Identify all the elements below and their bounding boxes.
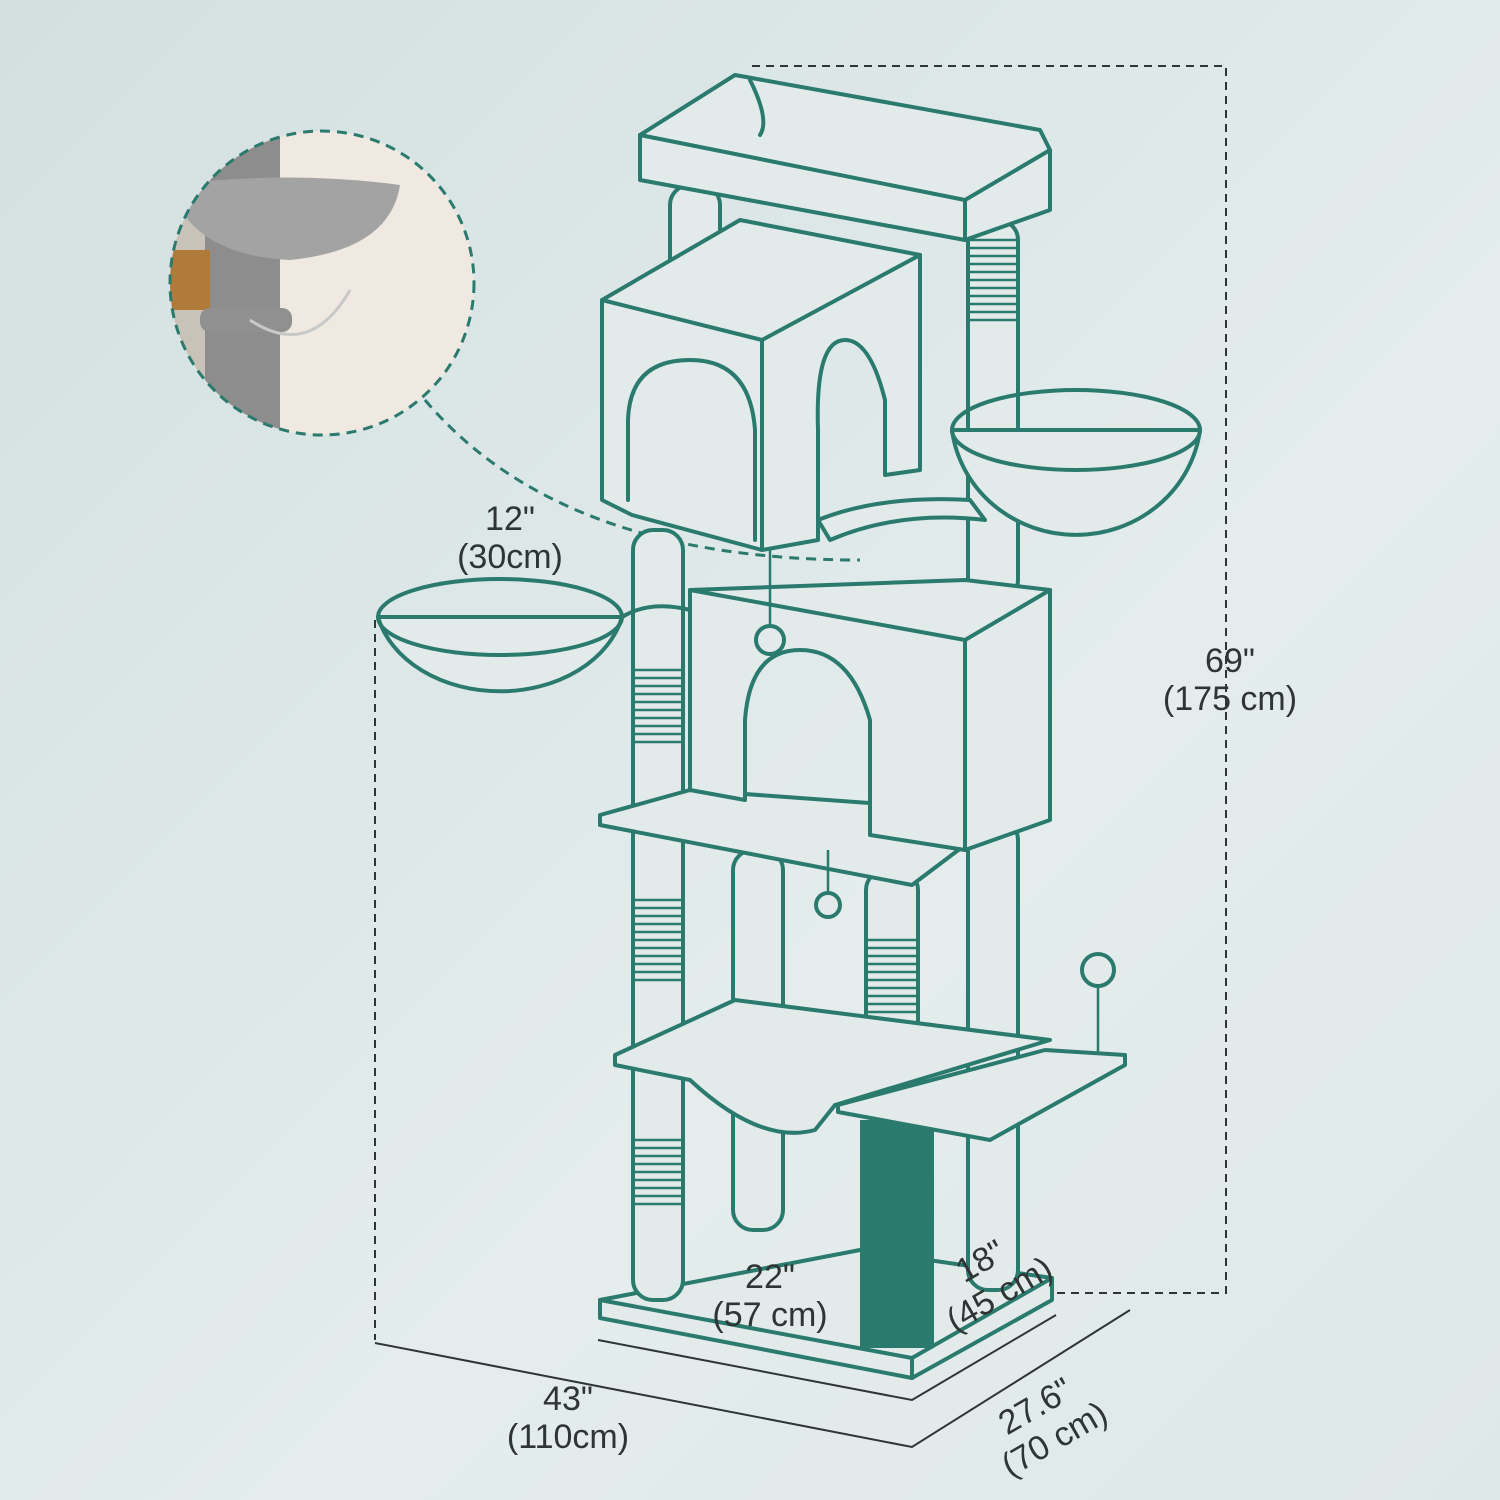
base-width-cm: (57 cm): [712, 1296, 828, 1334]
total-width-cm: (110cm): [506, 1418, 630, 1456]
total-width-label: 43" (110cm): [488, 1380, 648, 1456]
inset-dashed-border: [168, 129, 476, 437]
base-width-label: 22" (57 cm): [690, 1258, 850, 1334]
basket-diameter-label: 12" (30cm): [430, 500, 590, 576]
total-height-cm: (175 cm): [1162, 680, 1298, 718]
cat-tree: [376, 73, 1202, 1380]
total-width-inch: 43": [543, 1380, 593, 1418]
base-width-inch: 22": [745, 1258, 795, 1296]
basket-diameter-inch: 12": [485, 500, 535, 538]
basket-diameter-cm: (30cm): [457, 538, 563, 576]
total-height-inch: 69": [1205, 642, 1255, 680]
inset-callout-line: [423, 399, 861, 562]
total-height-label: 69" (175 cm): [1150, 642, 1310, 718]
detail-photo-inset: [170, 131, 474, 435]
